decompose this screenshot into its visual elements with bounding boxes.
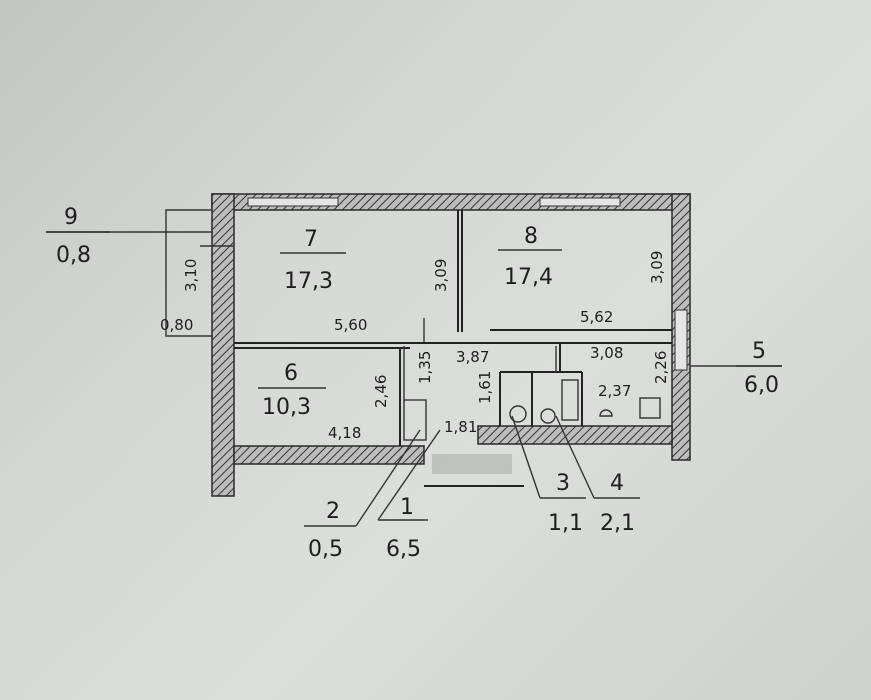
dim-room7-height: 3,09 (432, 259, 450, 292)
dim-corridor-height: 1,61 (476, 371, 494, 404)
room-8-area: 17,4 (504, 265, 553, 290)
dim-balcony-height: 3,10 (182, 259, 200, 292)
room-6-number: 6 (284, 361, 298, 386)
toilet (509, 405, 527, 423)
dim-kitchen-width: 3,08 (590, 344, 623, 362)
room-6-area: 10,3 (262, 395, 311, 420)
room-7-number: 7 (304, 227, 318, 252)
dim-kitchen-height: 2,26 (652, 351, 670, 384)
leader-3-diag (511, 415, 541, 499)
room-1-area: 6,5 (386, 537, 421, 562)
room-2-number: 2 (326, 499, 340, 524)
dim-room8-width: 5,62 (580, 308, 613, 326)
entrance-blur (432, 454, 512, 474)
dim-kitchen-inner: 2,37 (598, 382, 631, 400)
room-9-number: 9 (64, 205, 78, 230)
cooker (639, 397, 661, 419)
dim-corridor-a: 1,35 (416, 351, 434, 384)
room-4-number: 4 (610, 471, 624, 496)
top-window-left (247, 197, 339, 207)
dim-balcony-width: 0,80 (160, 316, 193, 334)
room-3-area: 1,1 (548, 511, 583, 536)
balcony-outline (165, 209, 212, 337)
dim-room6-height: 2,46 (372, 375, 390, 408)
room-5-number: 5 (752, 339, 766, 364)
dim-hall-width: 1,81 (444, 418, 477, 436)
room-9-area: 0,8 (56, 243, 91, 268)
room-4-area: 2,1 (600, 511, 635, 536)
bottom-wall-right (477, 425, 673, 445)
dim-corridor-width: 3,87 (456, 348, 489, 366)
stove (599, 409, 613, 417)
room-7-area: 17,3 (284, 269, 333, 294)
room-3-number: 3 (556, 471, 570, 496)
dim-room8-height: 3,09 (648, 251, 666, 284)
dim-room6-width: 4,18 (328, 424, 361, 442)
bathtub (561, 379, 579, 421)
room-1-number: 1 (400, 495, 414, 520)
room-2-area: 0,5 (308, 537, 343, 562)
door-block (403, 399, 427, 441)
leader-2-diag (355, 429, 421, 527)
dim-room7-width: 5,60 (334, 316, 367, 334)
room-8-number: 8 (524, 224, 538, 249)
top-window-right (539, 197, 621, 207)
right-window (674, 309, 688, 371)
left-wall (211, 193, 235, 497)
room-5-area: 6,0 (744, 373, 779, 398)
sink (540, 408, 556, 424)
leader-1-diag (377, 429, 441, 521)
leader-4-diag (555, 415, 595, 499)
bottom-wall-left (233, 445, 425, 465)
